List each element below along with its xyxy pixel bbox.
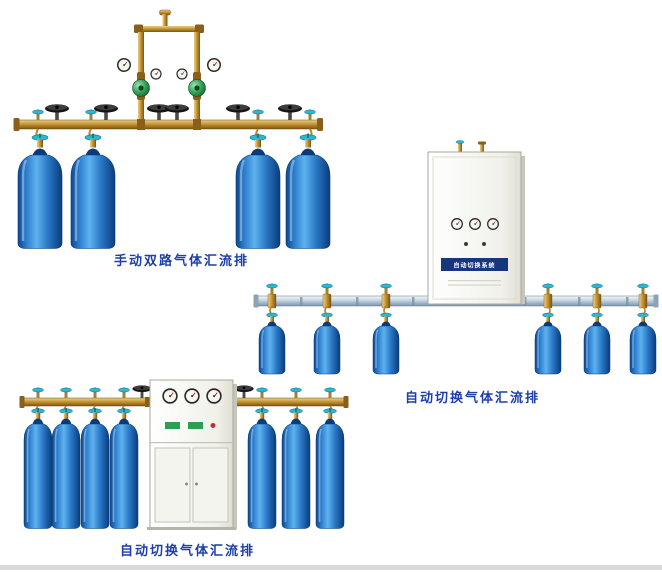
cabinet-door <box>154 447 191 523</box>
gas-cylinder <box>51 407 81 530</box>
cyan-valve-icon <box>32 387 44 399</box>
green-label <box>188 422 203 429</box>
product-caption-manual-dual: 手动双路气体汇流排 <box>114 254 250 269</box>
cyan-valve-icon <box>118 387 130 399</box>
manifold-main-pipe <box>13 118 323 131</box>
green-label <box>165 422 180 429</box>
pressure-gauge-icon <box>149 68 163 80</box>
cyan-valve-icon <box>256 387 268 399</box>
gas-cylinder <box>629 312 657 375</box>
gas-cylinder <box>258 312 286 375</box>
gas-cylinder <box>16 132 64 250</box>
pressure-regulator-right <box>175 57 222 100</box>
gas-cylinder <box>23 407 53 530</box>
page-bottom-border <box>0 565 662 570</box>
auto-switch-manifold-b-illustration <box>19 379 349 530</box>
valve-handwheel-icon <box>226 104 250 120</box>
indicator-light <box>482 242 486 246</box>
manifold-top-assembly <box>134 9 204 120</box>
pressure-gauge-icon <box>116 57 132 73</box>
gas-cylinder <box>534 312 562 375</box>
pressure-gauge-icon <box>468 217 482 231</box>
cyan-valve-icon <box>252 109 264 121</box>
cylinder-pigtails <box>35 128 313 141</box>
cyan-valve-icon <box>32 109 44 121</box>
pressure-gauge-icon <box>175 68 189 80</box>
cyan-valve-icon <box>542 283 554 295</box>
cyan-valve-icon <box>637 283 649 295</box>
red-indicator <box>210 423 216 428</box>
valve-handwheel-icon <box>132 385 152 398</box>
pipe-valve-handwheels <box>32 104 316 121</box>
gas-cylinder <box>281 407 311 530</box>
control-cabinet <box>147 379 237 530</box>
indicator-light <box>464 242 468 246</box>
product-caption-auto-a: 自动切换气体汇流排 <box>405 391 541 406</box>
manual-dual-manifold-illustration <box>13 9 332 250</box>
cabinet-label-plate <box>441 258 508 271</box>
cyan-valve-icon <box>290 387 302 399</box>
cyan-valve-icon <box>591 283 603 295</box>
pressure-gauge-icon <box>486 217 500 231</box>
cyan-valve-icon <box>380 283 392 295</box>
gas-cylinder <box>109 407 139 530</box>
cyan-valve-icon <box>455 140 465 144</box>
gas-cylinder <box>315 407 345 530</box>
valve-handwheel-icon <box>94 104 118 120</box>
valve-handwheel-icon <box>165 104 189 120</box>
cyan-valve-icon <box>321 283 333 295</box>
gas-cylinder <box>583 312 611 375</box>
door-handle <box>185 482 188 486</box>
cabinet-label: 自动切换系统 <box>453 262 495 270</box>
valve-handwheel-icon <box>234 385 254 398</box>
cabinet-door <box>192 447 229 523</box>
pressure-gauge-icon <box>206 57 222 73</box>
cyan-valve-icon <box>304 109 316 121</box>
door-handle <box>195 482 198 486</box>
pressure-gauge-icon <box>450 217 464 231</box>
control-cabinet: 自动切换系统 <box>427 140 525 305</box>
cyan-valve-icon <box>266 283 278 295</box>
cyan-valve-icon <box>85 109 97 121</box>
gas-cylinder <box>372 312 400 375</box>
product-caption-auto-b: 自动切换气体汇流排 <box>120 544 256 559</box>
valve-handwheel-icon <box>45 104 69 120</box>
gas-cylinder <box>69 132 117 250</box>
auto-switch-manifold-a-illustration: 自动切换系统 <box>253 140 659 375</box>
gas-cylinder <box>313 312 341 375</box>
cyan-valve-icon <box>60 387 72 399</box>
gas-cylinder <box>80 407 110 530</box>
pressure-gauge-icon <box>183 387 201 405</box>
pipe-couplers <box>266 283 649 309</box>
pressure-regulator-left <box>116 57 163 100</box>
gas-cylinder <box>247 407 277 530</box>
valve-handwheel-icon <box>278 104 302 120</box>
pressure-gauge-icon <box>161 387 179 405</box>
pressure-gauge-icon <box>205 387 223 405</box>
cyan-valve-icon <box>324 387 336 399</box>
cyan-valve-icon <box>89 387 101 399</box>
